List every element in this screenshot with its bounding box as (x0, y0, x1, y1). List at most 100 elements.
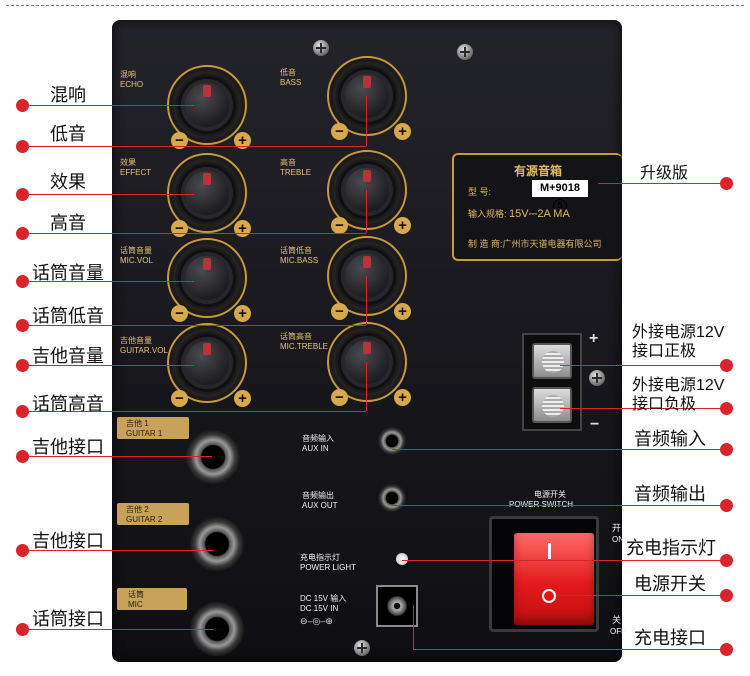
aux-out-label-cn: 音频输出 (302, 491, 334, 500)
switch-on-label-en: ON (612, 535, 624, 544)
power-light-label-cn: 充电指示灯 (300, 553, 340, 562)
top-dashed-divider (6, 5, 744, 6)
callout-guitar-jack-2: 吉他接口 (32, 531, 104, 551)
echo-knob[interactable]: − + (167, 65, 251, 149)
power-light-label-en: POWER LIGHT (300, 563, 357, 572)
guitar1-label-en: GUITAR 1 (126, 429, 163, 438)
plus-icon: + (394, 303, 411, 320)
minus-icon: − (331, 123, 348, 140)
callout-guitar-jack-1: 吉他接口 (32, 437, 104, 457)
plus-icon: + (234, 220, 251, 237)
minus-icon: − (171, 220, 188, 237)
treble-label-cn: 高音 (280, 158, 296, 167)
mic-bass-label-cn: 话筒低音 (280, 246, 312, 255)
callout-aux-out: 音频输出 (634, 484, 706, 504)
plus-icon: + (394, 123, 411, 140)
treble-knob[interactable]: − + (327, 150, 411, 234)
plus-icon: + (394, 389, 411, 406)
guitar2-label-cn: 吉他 2 (126, 505, 149, 514)
callout-effect: 效果 (50, 172, 86, 192)
bass-knob[interactable]: − + (327, 56, 411, 140)
maker-label: 制 造 商: (468, 239, 503, 249)
mic-treble-label-en: MIC.TREBLE (280, 342, 329, 351)
callout-bass: 低音 (50, 124, 86, 144)
callout-echo: 混响 (50, 85, 86, 105)
dc-in-label-cn: DC 15V 输入 (300, 594, 347, 603)
power-switch[interactable] (514, 533, 594, 625)
plus-icon: + (234, 132, 251, 149)
mic-volume-label-en: MIC.VOL (120, 256, 153, 265)
aux-out-jack[interactable] (378, 484, 406, 512)
model-value-box: M+9018 S (532, 180, 588, 213)
maker-value: 广州市天谱电器有限公司 (502, 239, 602, 249)
screw-icon (354, 640, 370, 656)
mic-jack-label-en: MIC (128, 600, 143, 609)
model-value: M+9018 (539, 182, 581, 194)
minus-icon: − (171, 305, 188, 322)
mic-bass-knob[interactable]: − + (327, 236, 411, 320)
minus-icon: − (171, 132, 188, 149)
echo-label-en: ECHO (120, 80, 144, 89)
screw-icon (313, 40, 329, 56)
callout-power-switch: 电源开关 (634, 574, 706, 594)
callout-power-light: 充电指示灯 (626, 538, 716, 558)
minus-icon: − (171, 390, 188, 407)
guitar-volume-knob[interactable]: − + (167, 323, 251, 407)
callout-mic-treble: 话筒高音 (32, 394, 104, 414)
mic-bass-label-en: MIC.BASS (280, 256, 319, 265)
power-switch-label-en: POWER SWITCH (509, 500, 573, 509)
minus-icon: − (331, 389, 348, 406)
screw-icon (589, 370, 605, 386)
on-symbol-icon (548, 543, 551, 559)
mic-plate (117, 588, 187, 610)
guitar1-jack[interactable] (186, 430, 240, 484)
model-label: 型 号: (468, 187, 492, 197)
callout-guitar-volume: 吉他音量 (32, 346, 104, 366)
plus-sign: + (589, 330, 599, 347)
off-symbol-icon (542, 589, 556, 603)
switch-off-label: 关 (612, 615, 622, 625)
treble-label-en: TREBLE (280, 168, 312, 177)
dc-charging-port[interactable] (376, 585, 418, 627)
mic-jack-label-cn: 话筒 (128, 590, 144, 599)
effect-knob[interactable]: − + (167, 153, 251, 237)
plus-icon: + (234, 305, 251, 322)
bass-label-en: BASS (280, 78, 302, 87)
aux-in-label-en: AUX IN (302, 444, 329, 453)
callout-dc-negative-line1: 外接电源12V (632, 377, 725, 394)
guitar2-jack[interactable] (190, 517, 244, 571)
plus-icon: + (394, 217, 411, 234)
plus-icon: + (234, 390, 251, 407)
callout-treble: 高音 (50, 213, 86, 233)
mic-volume-label-cn: 话筒音量 (120, 246, 152, 255)
rating-title: 有源音箱 (514, 164, 563, 178)
negative-terminal-screw[interactable] (532, 387, 572, 423)
power-switch-label-cn: 电源开关 (534, 490, 566, 499)
screw-icon (457, 44, 473, 60)
callout-mic-jack: 话筒接口 (32, 609, 104, 629)
model-mark: S (553, 199, 567, 213)
aux-in-jack[interactable] (378, 427, 406, 455)
input-label: 输入规格: (468, 209, 507, 219)
mic-treble-label-cn: 话筒高音 (280, 332, 312, 341)
mic-treble-knob[interactable]: − + (327, 322, 411, 406)
positive-terminal-screw[interactable] (532, 343, 572, 379)
dc-in-label-en: DC 15V IN (300, 604, 339, 613)
rating-plate: 有源音箱 型 号: M+9018 S 输入规格: 15V⎓2A MA 制 造 商… (452, 153, 622, 261)
guitar-volume-label-cn: 吉他音量 (120, 336, 152, 345)
callout-dc-positive-line2: 接口正极 (632, 343, 697, 360)
switch-on-label: 开 (612, 523, 622, 533)
effect-label-cn: 效果 (120, 158, 136, 167)
guitar2-label-en: GUITAR 2 (126, 515, 163, 524)
callout-dc-positive-line1: 外接电源12V (632, 324, 725, 341)
aux-out-label-en: AUX OUT (302, 501, 338, 510)
bass-label-cn: 低音 (280, 68, 296, 77)
echo-label-cn: 混响 (120, 70, 136, 79)
minus-icon: − (331, 303, 348, 320)
effect-label-en: EFFECT (120, 168, 152, 177)
callout-dc-negative-line2: 接口负极 (632, 396, 697, 413)
dc-terminal-block[interactable] (522, 333, 582, 431)
input-value: 15V⎓2A MA (509, 208, 570, 220)
callout-mic-volume: 话筒音量 (32, 263, 104, 283)
mic-volume-knob[interactable]: − + (167, 238, 251, 322)
